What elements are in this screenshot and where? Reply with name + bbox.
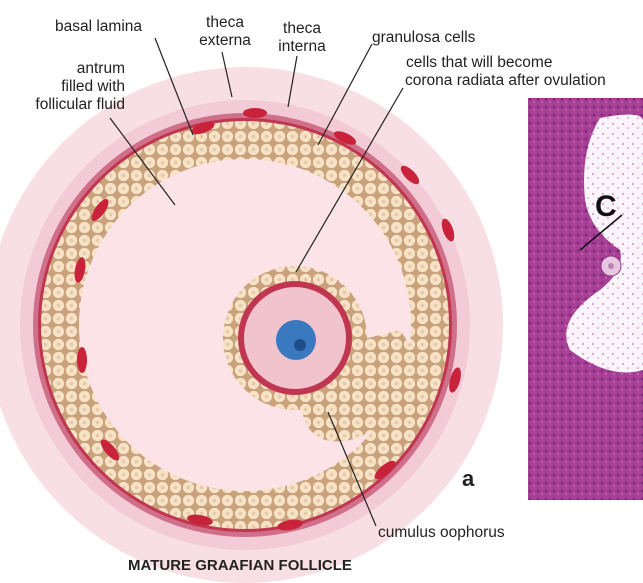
label-line: follicular fluid [35, 96, 125, 113]
label-basal-lamina: basal lamina [55, 18, 143, 35]
label-line: interna [278, 38, 326, 55]
label-granulosa-cells: granulosa cells [372, 29, 476, 46]
nucleus [276, 320, 316, 360]
label-line: antrum [76, 60, 125, 77]
micrograph-label: C [595, 190, 617, 223]
label-line: cells that will become [406, 54, 553, 71]
micrograph [528, 98, 643, 500]
label-cumulus-oophorus: cumulus oophorus [378, 524, 505, 541]
label-antrum: antrum filled with follicular fluid [0, 60, 125, 114]
follicle [0, 67, 503, 583]
label-line: filled with [61, 78, 125, 95]
label-line: externa [199, 32, 251, 49]
label-line: theca [283, 20, 321, 37]
label-theca-externa: theca externa [195, 14, 255, 50]
label-line: corona radiata after ovulation [405, 72, 606, 89]
panel-label: a [462, 466, 475, 491]
figure-title: MATURE GRAAFIAN FOLLICLE [128, 557, 352, 574]
leader-lines [109, 37, 404, 527]
label-line: theca [206, 14, 244, 31]
label-theca-interna: theca interna [272, 20, 332, 56]
label-corona-radiata: cells that will become corona radiata af… [405, 54, 606, 90]
